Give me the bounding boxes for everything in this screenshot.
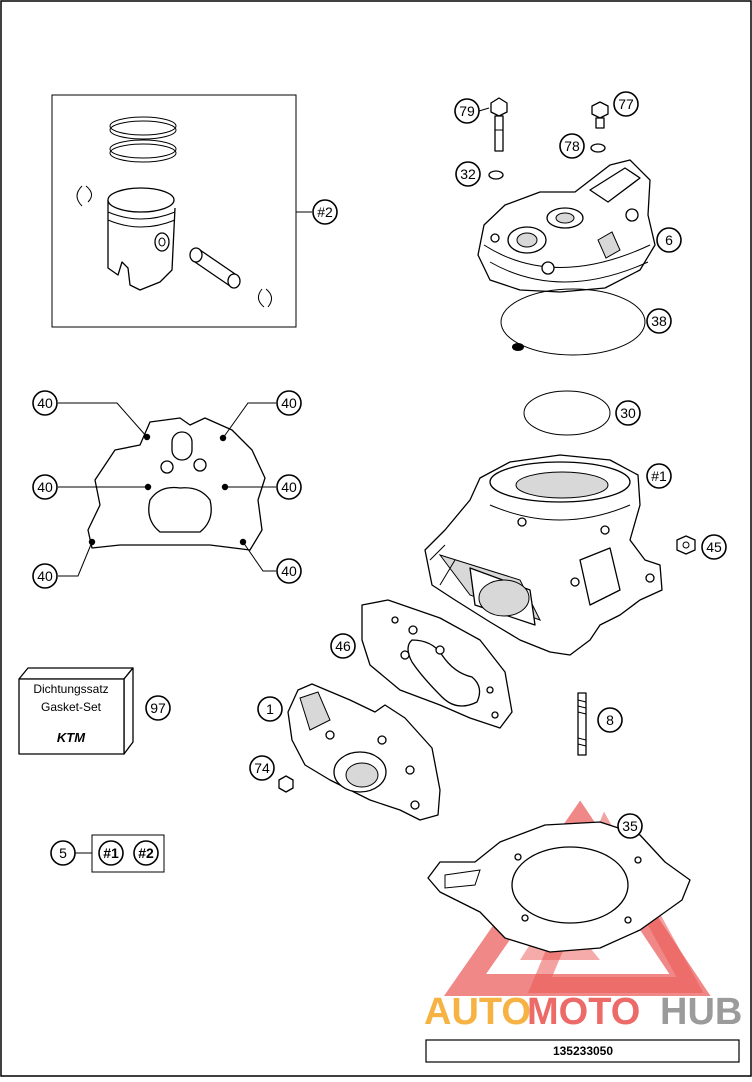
- base-gasket-group: 40 40 40 40 40 40: [32, 390, 302, 589]
- nut-45: [676, 535, 696, 555]
- callout-77: 77: [618, 96, 634, 112]
- screw-77: [591, 101, 609, 129]
- gasket-35-group: 35: [427, 813, 691, 953]
- stud-8-group: 8: [577, 692, 623, 756]
- callout-6: 6: [665, 232, 673, 248]
- o-ring-30-group: 30: [523, 390, 641, 436]
- callout-5: 5: [59, 845, 67, 861]
- watermark-hub: HUB: [660, 991, 742, 1033]
- head-bolt: [490, 97, 508, 152]
- piston-ring-top: [109, 116, 177, 136]
- callout-45: 45: [706, 539, 722, 555]
- gasket-set-box: Dichtungssatz Gasket-Set KTM 97: [18, 667, 171, 755]
- part-number-box: [425, 1039, 740, 1063]
- callout-97: 97: [150, 700, 166, 716]
- watermark-text: AUTO MOTO HUB: [424, 991, 742, 1033]
- piston: [107, 187, 176, 291]
- callout-ring-piston: [312, 199, 338, 225]
- piston-kit-group: #2: [51, 94, 338, 328]
- washer-32: [488, 170, 504, 180]
- callout-38: 38: [651, 313, 667, 329]
- callout-74: 74: [254, 760, 270, 776]
- callout-78: 78: [564, 138, 580, 154]
- wrist-pin: [189, 247, 241, 289]
- watermark-auto: AUTO: [424, 991, 531, 1033]
- callout-5-ref-2: #2: [138, 845, 154, 861]
- callout-40-bottom-left: 40: [37, 568, 53, 584]
- watermark-moto: MOTO: [527, 991, 640, 1033]
- callout-79: 79: [459, 103, 475, 119]
- callout-32: 32: [460, 166, 476, 182]
- o-ring-38: [500, 288, 646, 356]
- callout-40-top-right: 40: [281, 395, 297, 411]
- callout-40-mid-right: 40: [281, 479, 297, 495]
- ktm-logo-text: KTM: [57, 730, 86, 745]
- stud-8: [577, 692, 587, 756]
- callout-cylinder: #1: [651, 468, 667, 484]
- exhaust-gasket-46-group: 46: [330, 599, 513, 729]
- callout-40-bottom-right: 40: [281, 563, 297, 579]
- callout-40-top-left: 40: [37, 395, 53, 411]
- base-gasket: [87, 417, 266, 551]
- cylinder-head: [477, 159, 656, 293]
- exhaust-flange-group: 1 74: [249, 683, 441, 821]
- o-ring-marker: [512, 343, 524, 351]
- piston-ring-bottom: [109, 139, 177, 159]
- callout-8: 8: [606, 712, 614, 728]
- piston-kit-frame: [51, 94, 297, 328]
- gasket-set-line1: Dichtungssatz: [33, 682, 108, 696]
- callout-piston-kit: #2: [317, 204, 333, 220]
- cylinder-head-group: 79 77 78 32: [454, 91, 682, 356]
- callout-1: 1: [266, 701, 274, 717]
- part-number: 135233050: [553, 1044, 613, 1058]
- kit-reference-box: [91, 834, 165, 873]
- callout-46: 46: [335, 638, 351, 654]
- o-ring-30: [523, 390, 611, 436]
- washer-78: [590, 143, 606, 153]
- cylinder: [424, 454, 663, 656]
- callout-40-mid-left: 40: [37, 479, 53, 495]
- circlip-right: [258, 288, 272, 308]
- kit-reference-group: 5 #1 #2: [50, 834, 165, 873]
- nut-74: [278, 775, 294, 793]
- cylinder-group: #1 45: [424, 454, 727, 656]
- callout-30: 30: [620, 405, 636, 421]
- gasket-set-line2: Gasket-Set: [41, 700, 102, 714]
- circlip-left: [76, 185, 92, 207]
- callout-35: 35: [622, 818, 638, 834]
- callout-5-ref-1: #1: [103, 845, 119, 861]
